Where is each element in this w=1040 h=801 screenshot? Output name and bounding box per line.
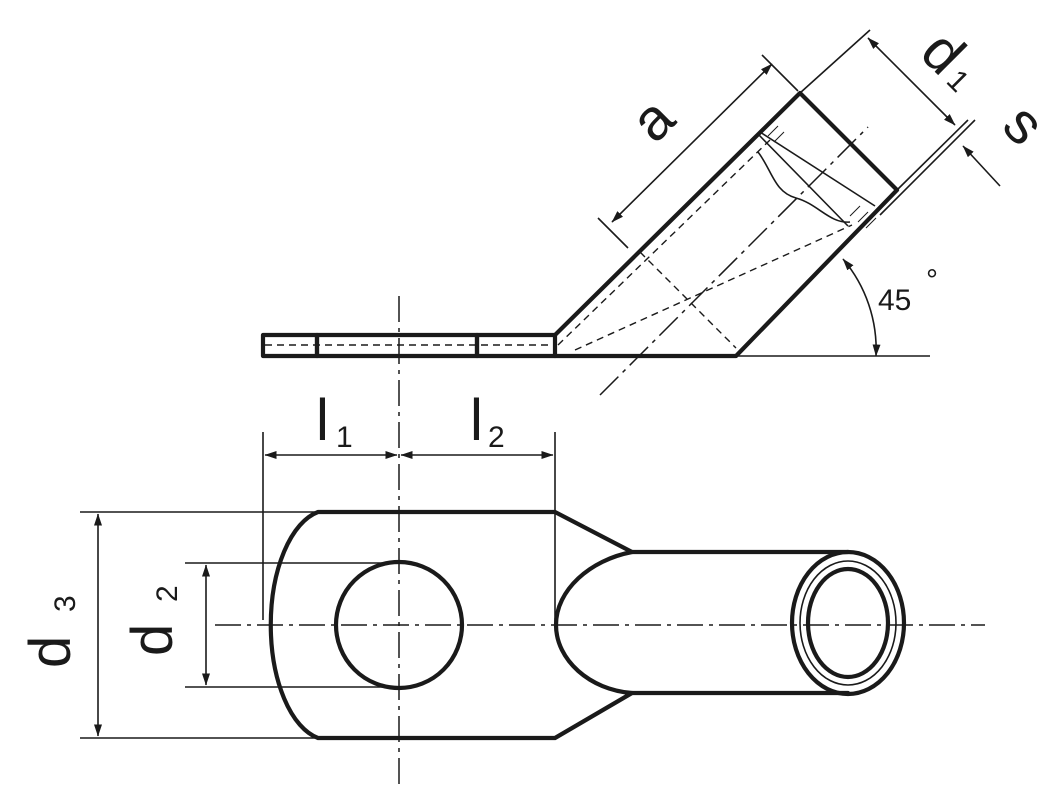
barrel-hidden-line-lower <box>574 224 853 351</box>
dim-l1-subscript: 1 <box>336 421 353 454</box>
angle-arc <box>842 258 881 357</box>
dim-d3-subscript: 3 <box>49 595 82 612</box>
dim-d1-extension-start <box>799 29 871 94</box>
dim-s-extension <box>879 119 976 216</box>
dim-d2-subscript: 2 <box>151 585 184 602</box>
dim-l1-label: l <box>316 388 329 453</box>
barrel-centerline <box>599 126 869 396</box>
barrel-end-middle-ring <box>799 560 897 686</box>
barrel-wall-hatching <box>761 119 877 229</box>
barrel-end-inner-ring <box>805 566 891 680</box>
barrel-end-outer-ring <box>789 549 907 697</box>
bend-curve <box>553 549 635 696</box>
dim-a-extension-start <box>597 217 629 249</box>
dim-a-label: a <box>618 85 687 154</box>
dim-d3-label: d <box>18 636 83 668</box>
dim-d2-label: d <box>120 624 185 656</box>
barrel-inner-wall-line <box>759 131 876 207</box>
dim-d1-extension-end <box>896 119 969 191</box>
angle-unit-label: ° <box>926 264 938 297</box>
barrel-break-line <box>757 151 851 223</box>
dim-s-line <box>962 145 1001 187</box>
dim-a-extension-end <box>761 54 799 92</box>
angle-value-label: 45 <box>878 284 911 317</box>
dim-s-label: s <box>991 91 1040 157</box>
side-view: 45 ° a d 1 s <box>260 18 1040 396</box>
dim-d1-line <box>867 37 956 126</box>
barrel-opening-inner-edge <box>757 133 849 227</box>
dim-l2-subscript: 2 <box>488 421 505 454</box>
top-view: l 1 l 2 d 3 d 2 <box>18 296 985 790</box>
dim-a-line <box>611 63 773 223</box>
dim-l2-label: l <box>470 388 483 453</box>
barrel-hidden-line-bend <box>639 251 737 349</box>
